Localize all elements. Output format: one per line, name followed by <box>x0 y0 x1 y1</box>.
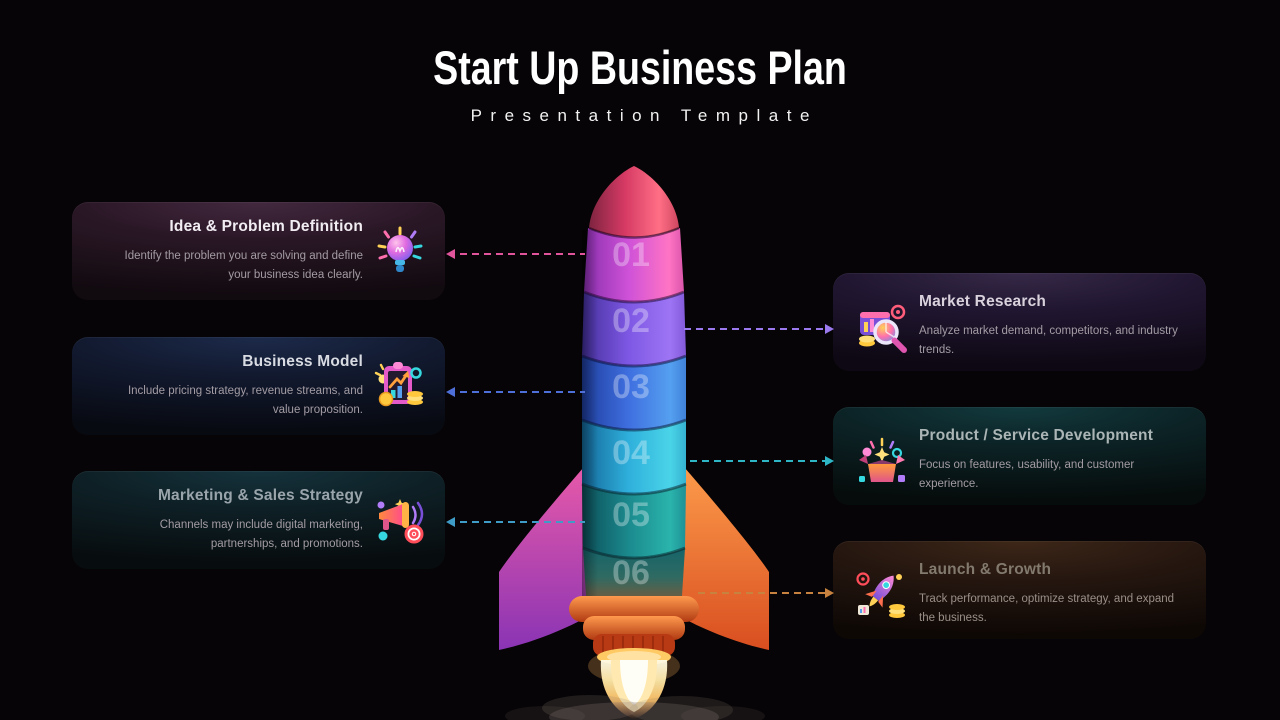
step-description: Identify the problem you are solving and… <box>124 250 363 281</box>
step-card-market-research: Market Research Analyze market demand, c… <box>833 273 1206 371</box>
step-text-block: Product / Service Development Focus on f… <box>919 427 1182 493</box>
rocket-illustration: 01 02 03 04 05 06 <box>499 166 769 720</box>
step-description: Channels may include digital marketing, … <box>159 519 363 550</box>
step-title: Product / Service Development <box>919 427 1154 444</box>
rocket-segment-number: 03 <box>612 368 650 406</box>
rocket-flame <box>588 648 680 719</box>
rocket-launch-icon <box>853 567 911 625</box>
step-description: Analyze market demand, competitors, and … <box>919 325 1178 356</box>
rocket-segment-3 <box>582 356 686 430</box>
step-title: Business Model <box>242 353 363 370</box>
connector-step-06 <box>698 588 834 598</box>
slide-subtitle: Presentation Template <box>470 106 818 125</box>
megaphone-icon <box>371 491 429 549</box>
step-description: Focus on features, usability, and custom… <box>919 459 1135 490</box>
step-card-business-model: Business Model Include pricing strategy,… <box>72 337 445 435</box>
step-card-idea-problem-definition: Idea & Problem Definition Identify the p… <box>72 202 445 300</box>
rocket-segment-4 <box>582 420 686 494</box>
step-description: Include pricing strategy, revenue stream… <box>127 385 363 416</box>
rocket-segment-1 <box>584 228 684 302</box>
connector-step-05 <box>446 517 585 527</box>
step-card-product-service-development: Product / Service Development Focus on f… <box>833 407 1206 505</box>
open-box-icon <box>853 433 911 491</box>
rocket-segment-5 <box>582 484 686 558</box>
step-title: Launch & Growth <box>919 561 1052 578</box>
rocket-segment-2 <box>582 292 686 366</box>
step-title: Market Research <box>919 293 1047 310</box>
step-text-block: Marketing & Sales Strategy Channels may … <box>102 487 363 553</box>
step-description: Track performance, optimize strategy, an… <box>919 593 1175 624</box>
connector-step-01 <box>446 249 585 259</box>
step-title: Marketing & Sales Strategy <box>157 487 363 504</box>
step-text-block: Market Research Analyze market demand, c… <box>919 293 1182 359</box>
rocket-segment-number: 01 <box>612 236 650 274</box>
slide-title: Start Up Business Plan <box>433 41 847 94</box>
rocket-nose <box>589 166 679 237</box>
clipboard-chart-icon <box>371 357 429 415</box>
lightbulb-icon <box>371 222 429 280</box>
step-text-block: Idea & Problem Definition Identify the p… <box>102 218 363 284</box>
rocket-segment-number: 02 <box>612 302 650 340</box>
connector-step-03 <box>446 387 585 397</box>
magnifier-chart-icon <box>853 299 911 357</box>
rocket-segment-number: 05 <box>612 496 650 534</box>
connector-step-04 <box>690 456 834 466</box>
step-text-block: Launch & Growth Track performance, optim… <box>919 561 1182 627</box>
rocket-segment-number: 04 <box>612 434 650 472</box>
step-card-launch-growth: Launch & Growth Track performance, optim… <box>833 541 1206 639</box>
rocket-smoke <box>505 695 765 720</box>
rocket-segment-number: 06 <box>612 554 650 592</box>
step-text-block: Business Model Include pricing strategy,… <box>102 353 363 419</box>
connector-step-02 <box>684 324 834 334</box>
step-title: Idea & Problem Definition <box>169 218 363 235</box>
step-card-marketing-sales-strategy: Marketing & Sales Strategy Channels may … <box>72 471 445 569</box>
